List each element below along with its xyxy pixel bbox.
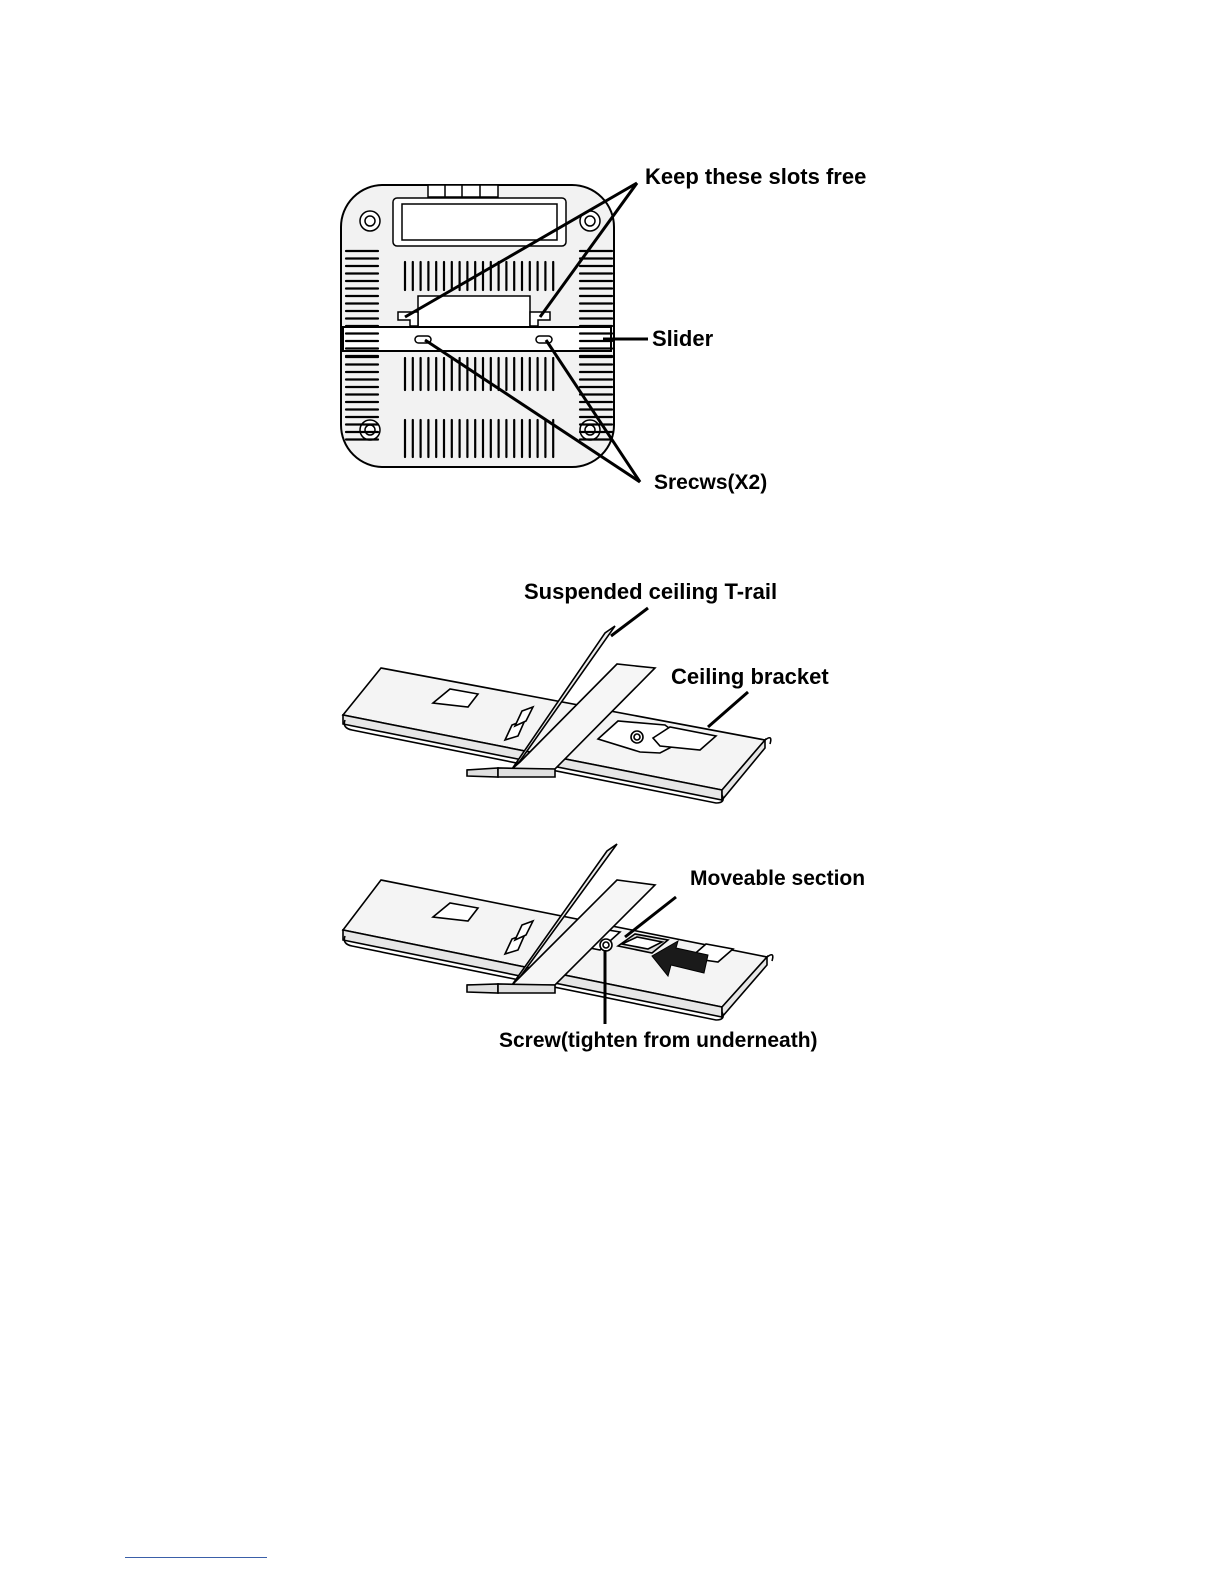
label-moveable-section: Moveable section [690, 867, 865, 891]
corner-screw-icon [360, 420, 380, 440]
label-t-rail: Suspended ceiling T-rail [524, 579, 777, 605]
corner-screw-icon [580, 420, 600, 440]
corner-screw-icon [360, 211, 380, 231]
slider-bar [343, 327, 611, 351]
label-screws: Srecws(X2) [654, 471, 767, 495]
ceiling-bracket-diagram [343, 626, 771, 803]
label-ceiling-bracket: Ceiling bracket [671, 664, 829, 690]
label-slider: Slider [652, 326, 713, 352]
footnote-rule [125, 1557, 267, 1558]
label-keep-slots-free: Keep these slots free [645, 164, 866, 190]
label-screw-tighten: Screw(tighten from underneath) [499, 1029, 818, 1053]
screw-slot-right [536, 336, 552, 343]
